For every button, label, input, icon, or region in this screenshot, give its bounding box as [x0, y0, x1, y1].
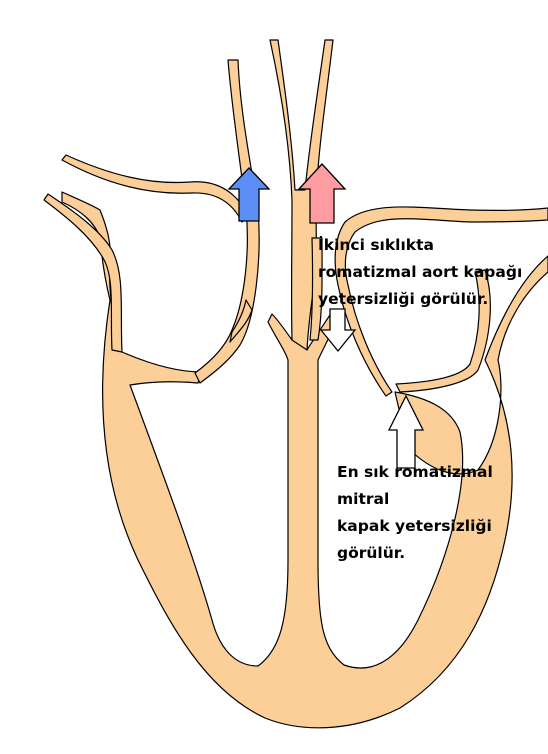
- mitral-line-2: kapak yetersizliği: [337, 517, 492, 535]
- mitral-regurgitation-arrow: [387, 394, 425, 469]
- left-outer-arm: [43, 193, 123, 353]
- aortic-line-1: İkinci sıklıkta: [318, 236, 434, 254]
- blue-up-arrow: [227, 167, 271, 222]
- aortic-line-2: romatizmal aort kapağı: [318, 263, 523, 281]
- right-inner-vessel: [309, 237, 323, 341]
- aortic-line-3: yetersizliği görülür.: [318, 290, 489, 308]
- mitral-regurgitation-annotation: En sık romatizmal mitral kapak yetersizl…: [337, 459, 545, 567]
- right-upper-branch: [334, 206, 548, 397]
- aortic-regurgitation-arrow: [319, 308, 357, 353]
- aortic-regurgitation-annotation: İkinci sıklıkta romatizmal aort kapağı y…: [318, 232, 546, 313]
- mitral-line-3: görülür.: [337, 544, 406, 562]
- right-outer-loop: [395, 269, 491, 393]
- mitral-line-1: En sık romatizmal mitral: [337, 463, 493, 508]
- pink-up-arrow: [297, 163, 347, 224]
- left-stub: [229, 299, 253, 343]
- ventricle-body: [61, 189, 548, 729]
